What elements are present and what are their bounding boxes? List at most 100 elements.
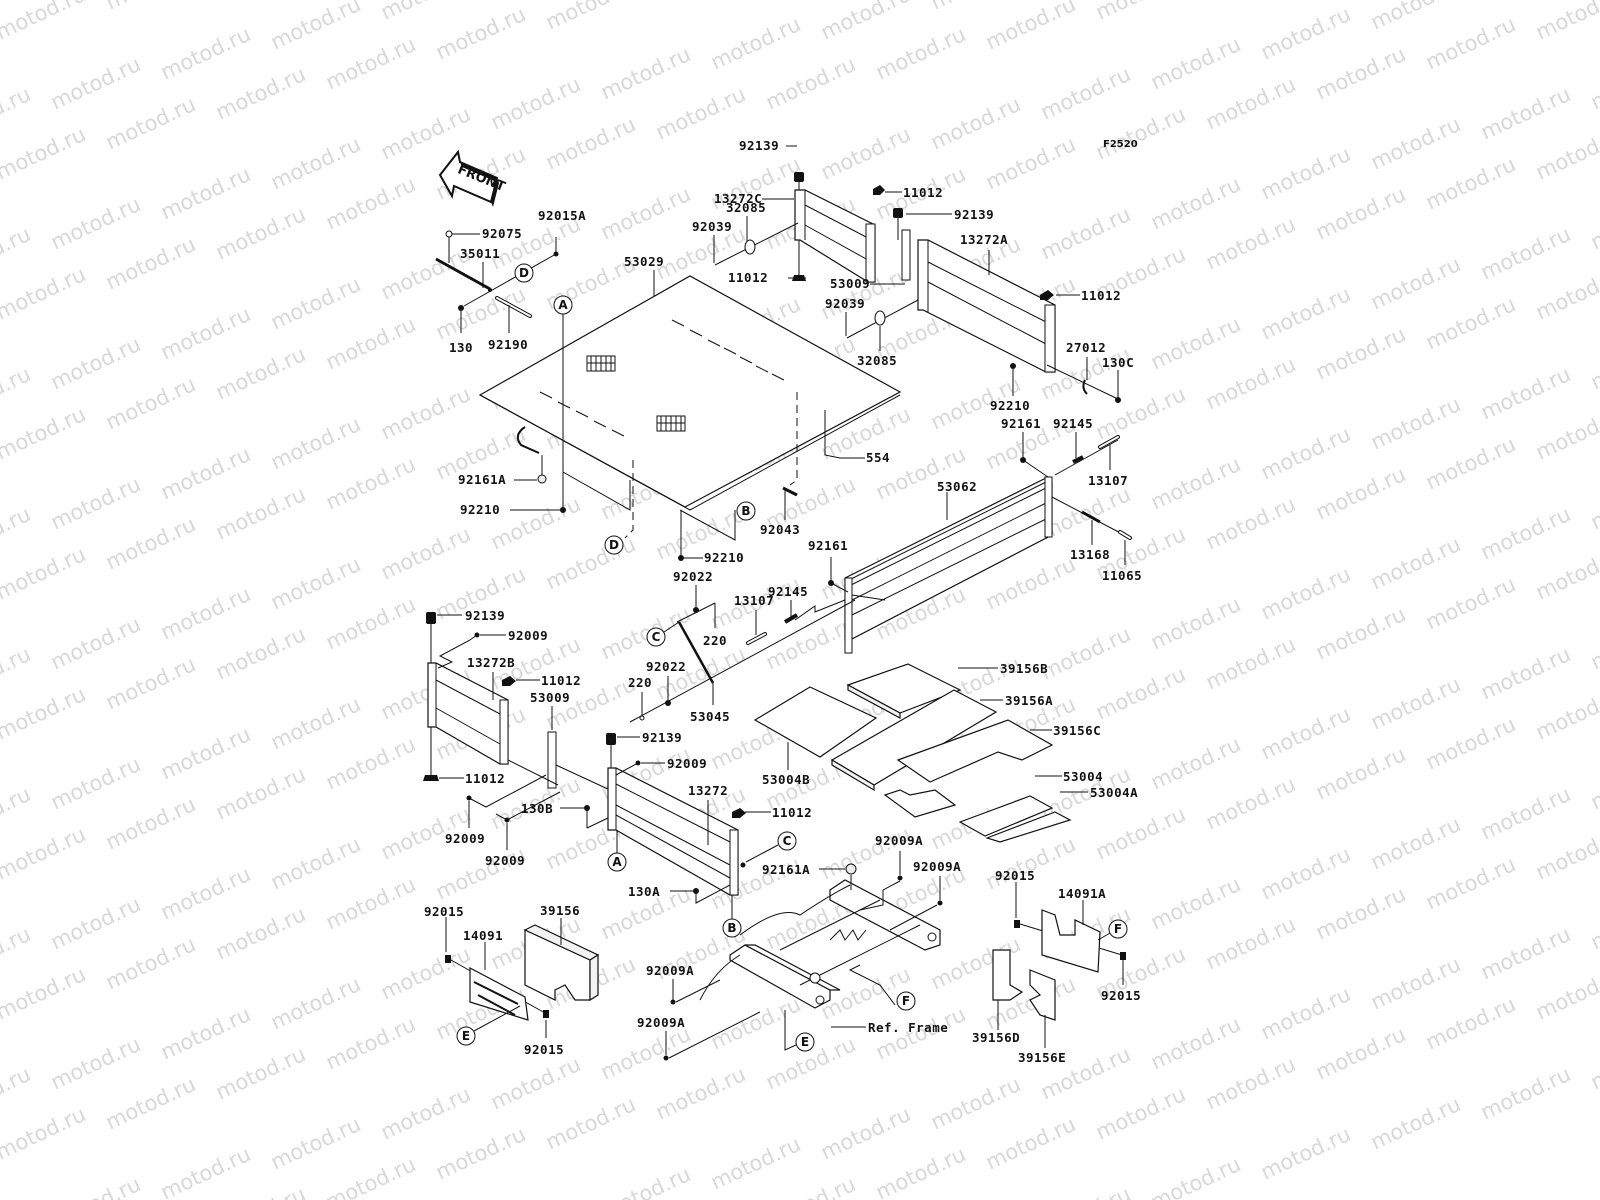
front-direction-arrow-icon: FRONT [438, 149, 507, 207]
part-label: 554 [866, 450, 890, 465]
frame-reference-label: Ref. Frame [868, 1020, 948, 1035]
svg-text:E: E [462, 1029, 470, 1043]
callout-c: C [646, 627, 666, 647]
part-label: 39156D [972, 1030, 1020, 1045]
part-label: 32085 [857, 353, 897, 368]
part-label: 53009 [830, 276, 870, 291]
part-label: 92015A [538, 208, 586, 223]
callout-d: D [514, 263, 534, 283]
part-label: 13107 [734, 593, 774, 608]
part-label: 92139 [954, 207, 994, 222]
foam-39156e [1029, 969, 1056, 1021]
mats-group [753, 663, 1072, 843]
part-label: 92043 [760, 522, 800, 537]
part-label: 92210 [704, 550, 744, 565]
part-label: 39156B [1000, 661, 1048, 676]
callout-e: E [795, 1032, 815, 1052]
part-label: 11012 [465, 771, 505, 786]
part-label: 130B [521, 801, 553, 816]
part-label: 92210 [460, 502, 500, 517]
latch-rod-group [435, 230, 559, 333]
gate-13272a [893, 208, 1056, 373]
callout-a: A [607, 852, 627, 872]
part-label: 92022 [646, 659, 686, 674]
part-label: 92009A [913, 859, 961, 874]
part-label: 92075 [482, 226, 522, 241]
part-label: 220 [703, 633, 727, 648]
part-label: 11012 [903, 185, 943, 200]
svg-text:E: E [801, 1035, 809, 1049]
part-label: 92009A [646, 963, 694, 978]
part-label: 92139 [739, 138, 779, 153]
part-label: 92145 [1053, 416, 1093, 431]
part-label: 92009A [637, 1015, 685, 1030]
callout-f: F [1108, 919, 1128, 939]
part-label: 92015 [424, 904, 464, 919]
svg-text:F: F [902, 994, 910, 1008]
part-label: 92015 [1101, 988, 1141, 1003]
part-label: 92190 [488, 337, 528, 352]
svg-text:A: A [558, 298, 568, 312]
gate-13272c [792, 172, 885, 283]
figure-code: F2520 [1103, 139, 1138, 150]
part-label: 92039 [692, 219, 732, 234]
part-label: 53029 [624, 254, 664, 269]
svg-text:B: B [741, 504, 750, 518]
part-label: 92009 [445, 831, 485, 846]
part-label: 11012 [772, 805, 812, 820]
part-label: 13272 [688, 783, 728, 798]
part-label: 53062 [937, 479, 977, 494]
part-label: 14091 [463, 928, 503, 943]
part-label: 53009 [530, 690, 570, 705]
part-label: 35011 [460, 246, 500, 261]
part-label: 13272B [467, 655, 515, 670]
part-label: 220 [628, 675, 652, 690]
part-label: 92015 [524, 1042, 564, 1057]
svg-text:B: B [727, 921, 736, 935]
part-label: 13272A [960, 232, 1008, 247]
deck-panel-53029 [478, 275, 902, 541]
part-label: 39156E [1018, 1050, 1066, 1065]
frame-assembly [699, 879, 941, 1009]
part-label: 92139 [465, 608, 505, 623]
svg-text:C: C [652, 630, 661, 644]
callout-c: C [777, 831, 797, 851]
part-label: 27012 [1066, 340, 1106, 355]
callout-a: A [553, 295, 573, 315]
part-label: 53004A [1090, 785, 1138, 800]
part-label: 13168 [1070, 547, 1110, 562]
part-label: 92161A [458, 472, 506, 487]
svg-text:F: F [1114, 922, 1122, 936]
part-label: 13107 [1088, 473, 1128, 488]
part-label: 39156C [1053, 723, 1101, 738]
part-label: 130A [628, 884, 660, 899]
part-label: 53045 [690, 709, 730, 724]
part-label: 92039 [825, 296, 865, 311]
part-label: 92161A [762, 862, 810, 877]
gate-13272b [423, 612, 557, 789]
part-label: 92210 [990, 398, 1030, 413]
part-label: 92145 [768, 584, 808, 599]
part-label: 130C [1102, 355, 1134, 370]
guard-14091a [1014, 909, 1126, 973]
callout-d: D [604, 535, 624, 555]
part-label: 92139 [642, 730, 682, 745]
part-label: 39156 [540, 903, 580, 918]
part-label: 13272C [714, 191, 762, 206]
part-label: 92009A [875, 833, 923, 848]
part-label: 92009 [667, 756, 707, 771]
part-label: 92161 [808, 538, 848, 553]
tailgate-53062 [844, 476, 1053, 654]
part-label: 130 [449, 340, 473, 355]
callout-e: E [456, 1026, 476, 1046]
svg-text:D: D [519, 266, 529, 280]
svg-text:D: D [609, 538, 619, 552]
svg-text:A: A [612, 855, 622, 869]
part-label: 14091A [1058, 886, 1106, 901]
foam-39156d [992, 949, 1024, 1001]
part-label: 11012 [728, 270, 768, 285]
part-label: 53004B [762, 772, 810, 787]
part-label: 92009 [508, 628, 548, 643]
part-label: 92022 [673, 569, 713, 584]
